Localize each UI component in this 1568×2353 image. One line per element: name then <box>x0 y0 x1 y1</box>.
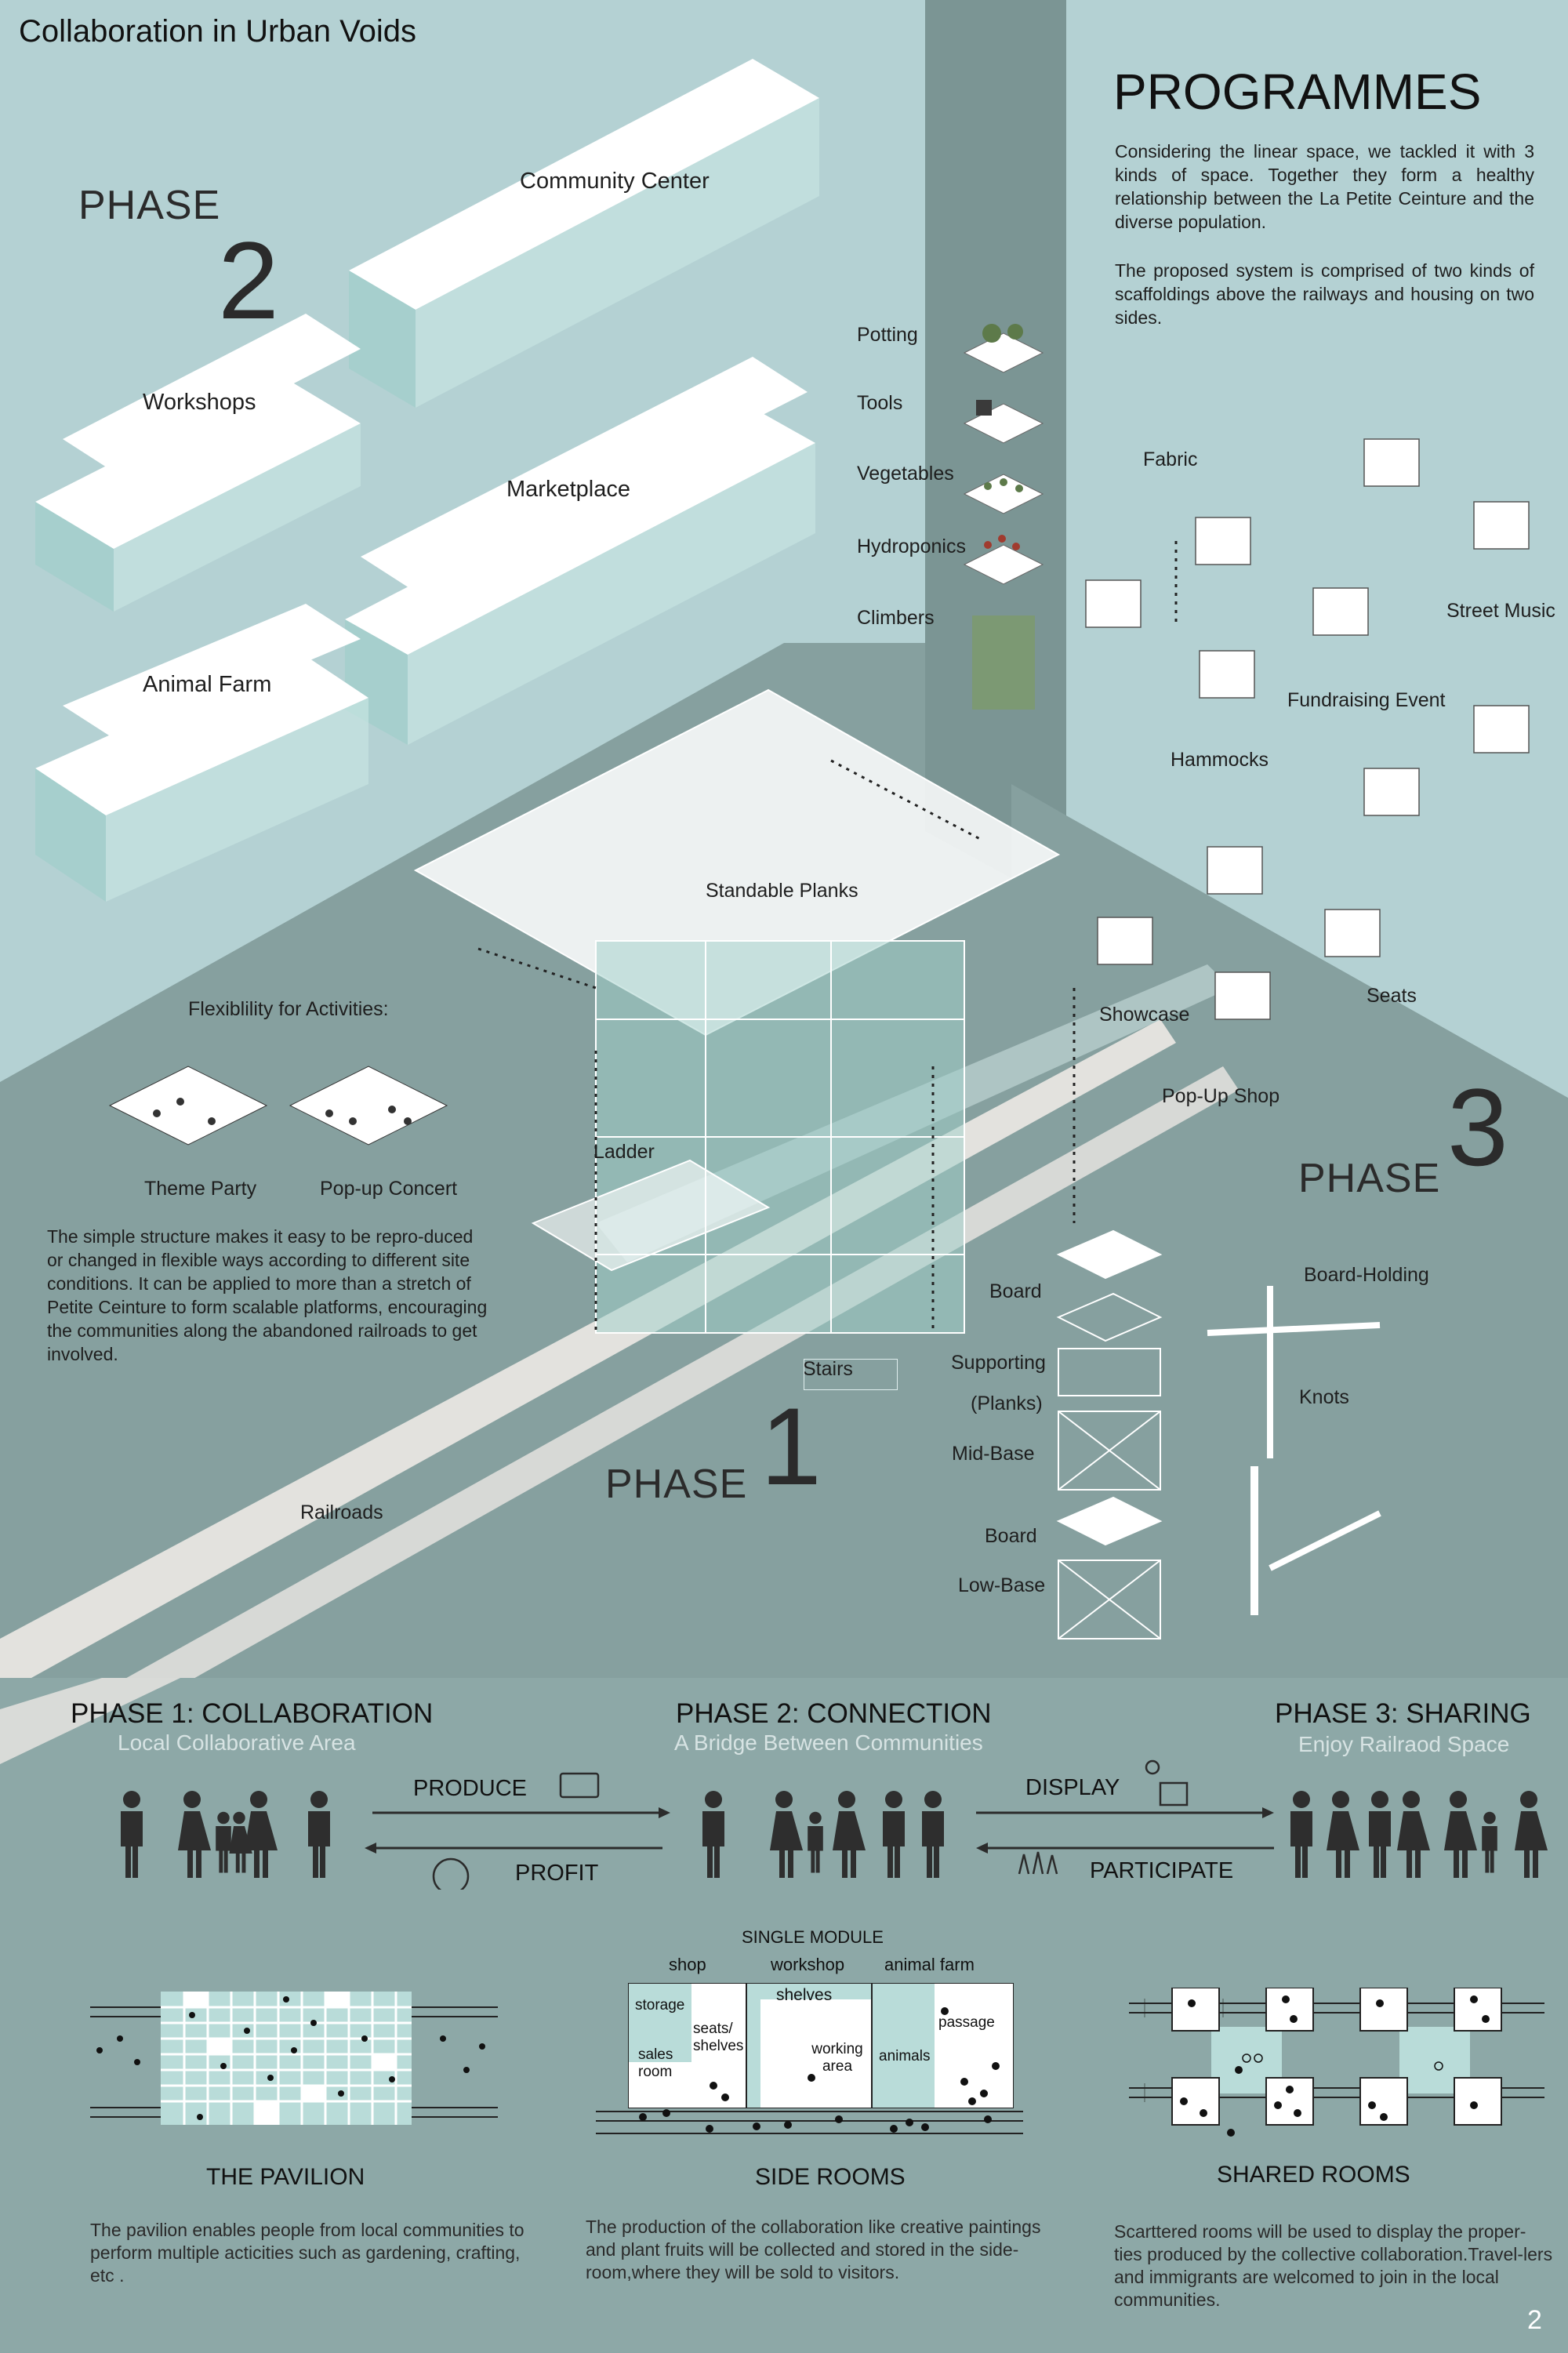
planter-boxes <box>963 324 1044 710</box>
module-shop: shop <box>669 1955 706 1974</box>
cell-working-area: working area <box>811 2041 863 2075</box>
flow-display: DISPLAY <box>1025 1775 1120 1800</box>
phase3-flow-title: PHASE 3: SHARING <box>1275 1698 1531 1729</box>
shared-rooms-diagram <box>1129 1988 1544 2137</box>
label-theme-party: Theme Party <box>144 1178 257 1200</box>
side-rooms-diagram <box>596 1983 1023 2134</box>
label-hydroponics: Hydroponics <box>857 536 966 557</box>
cell-animals: animals <box>879 2048 931 2064</box>
phase1-flow-subtitle: Local Collaborative Area <box>118 1730 356 1755</box>
module-workshop: workshop <box>771 1955 845 1974</box>
label-stairs: Stairs <box>803 1358 853 1380</box>
phase1-scaffold <box>413 688 1061 1334</box>
pavilion-caption: THE PAVILION <box>206 2164 365 2190</box>
cell-storage: storage <box>635 1997 685 2013</box>
label-animal-farm: Animal Farm <box>143 672 272 697</box>
flexibility-title: Flexiblility for Activities: <box>188 998 389 1020</box>
label-seats: Seats <box>1367 985 1417 1007</box>
shared-rooms-text: Scarttered rooms will be used to display… <box>1114 2221 1553 2310</box>
programmes-paragraph-1: Considering the linear space, we tackled… <box>1115 141 1534 232</box>
group-phase1 <box>121 1791 330 1878</box>
label-potting: Potting <box>857 324 918 346</box>
label-ladder: Ladder <box>593 1141 655 1163</box>
label-popup-shop: Pop-Up Shop <box>1162 1085 1280 1107</box>
label-knots: Knots <box>1299 1386 1349 1408</box>
activity-thumbnails <box>108 1066 448 1146</box>
page-number: 2 <box>1527 2305 1542 2335</box>
pavilion-text: The pavilion enables people from local c… <box>90 2220 524 2286</box>
label-board: Board <box>989 1280 1042 1302</box>
side-rooms-text: The production of the collaboration like… <box>586 2217 1041 2282</box>
phase3-kiosks <box>1085 438 1530 1020</box>
flexibility-text: The simple structure makes it easy to be… <box>47 1226 488 1364</box>
shared-rooms-caption: SHARED ROOMS <box>1217 2162 1410 2188</box>
label-street-music: Street Music <box>1446 600 1555 622</box>
label-railroads: Railroads <box>300 1501 383 1523</box>
module-animal-farm: animal farm <box>884 1955 975 1974</box>
label-standable-planks: Standable Planks <box>706 880 858 902</box>
label-low-base: Low-Base <box>958 1574 1046 1596</box>
background-illustration <box>0 0 1568 1678</box>
label-fabric: Fabric <box>1143 448 1198 470</box>
phase2-word: PHASE <box>78 183 221 228</box>
phase1-flow-title: PHASE 1: COLLABORATION <box>71 1698 434 1729</box>
cell-sales-room: sales room <box>638 2046 673 2080</box>
phase2-number: 2 <box>218 219 279 342</box>
label-vegetables: Vegetables <box>857 463 954 485</box>
flow-produce: PRODUCE <box>413 1776 528 1801</box>
component-drawings <box>1056 1229 1381 1639</box>
label-board-2: Board <box>985 1525 1037 1547</box>
group-phase2 <box>702 1791 944 1878</box>
single-module-title: SINGLE MODULE <box>742 1927 884 1947</box>
label-board-holding: Board-Holding <box>1304 1264 1429 1286</box>
flow-participate: PARTICIPATE <box>1090 1858 1234 1883</box>
phase2-flow-title: PHASE 2: CONNECTION <box>676 1698 992 1729</box>
phase3-flow-subtitle: Enjoy Railraod Space <box>1298 1732 1510 1756</box>
railroad-strip-bottom <box>0 1678 180 1764</box>
label-community-center: Community Center <box>520 169 710 194</box>
cell-shelves: shelves <box>776 1986 833 2004</box>
flow-diagram <box>121 1759 1548 1890</box>
programmes-paragraph-2: The proposed system is comprised of two … <box>1115 260 1534 328</box>
label-mid-base: Mid-Base <box>952 1443 1035 1465</box>
phase3-word: PHASE <box>1298 1156 1441 1201</box>
phase2-buildings <box>35 59 819 902</box>
label-planks: (Planks) <box>971 1393 1043 1414</box>
page-title: Collaboration in Urban Voids <box>19 14 416 49</box>
label-workshops: Workshops <box>143 390 256 415</box>
side-rooms-caption: SIDE ROOMS <box>755 2164 906 2190</box>
stairs-box <box>804 1359 898 1390</box>
pavilion-diagram <box>90 1992 498 2125</box>
group-phase3 <box>1290 1791 1548 1878</box>
label-hammocks: Hammocks <box>1171 749 1269 771</box>
label-marketplace: Marketplace <box>506 477 630 502</box>
cell-seats-shelves: seats/ shelves <box>693 2021 744 2054</box>
label-tools: Tools <box>857 392 903 414</box>
programmes-title: PROGRAMMES <box>1113 64 1482 120</box>
phase1-word: PHASE <box>605 1462 748 1507</box>
label-fundraising-event: Fundraising Event <box>1287 689 1446 711</box>
phase2-flow-subtitle: A Bridge Between Communities <box>674 1730 983 1755</box>
cell-passage: passage <box>938 2014 995 2031</box>
phase3-number: 3 <box>1447 1066 1508 1189</box>
label-showcase: Showcase <box>1099 1004 1190 1026</box>
phase1-number: 1 <box>760 1385 822 1508</box>
label-climbers: Climbers <box>857 607 935 629</box>
flow-profit: PROFIT <box>515 1861 599 1886</box>
label-supporting: Supporting <box>951 1352 1046 1374</box>
label-popup-concert: Pop-up Concert <box>320 1178 458 1200</box>
